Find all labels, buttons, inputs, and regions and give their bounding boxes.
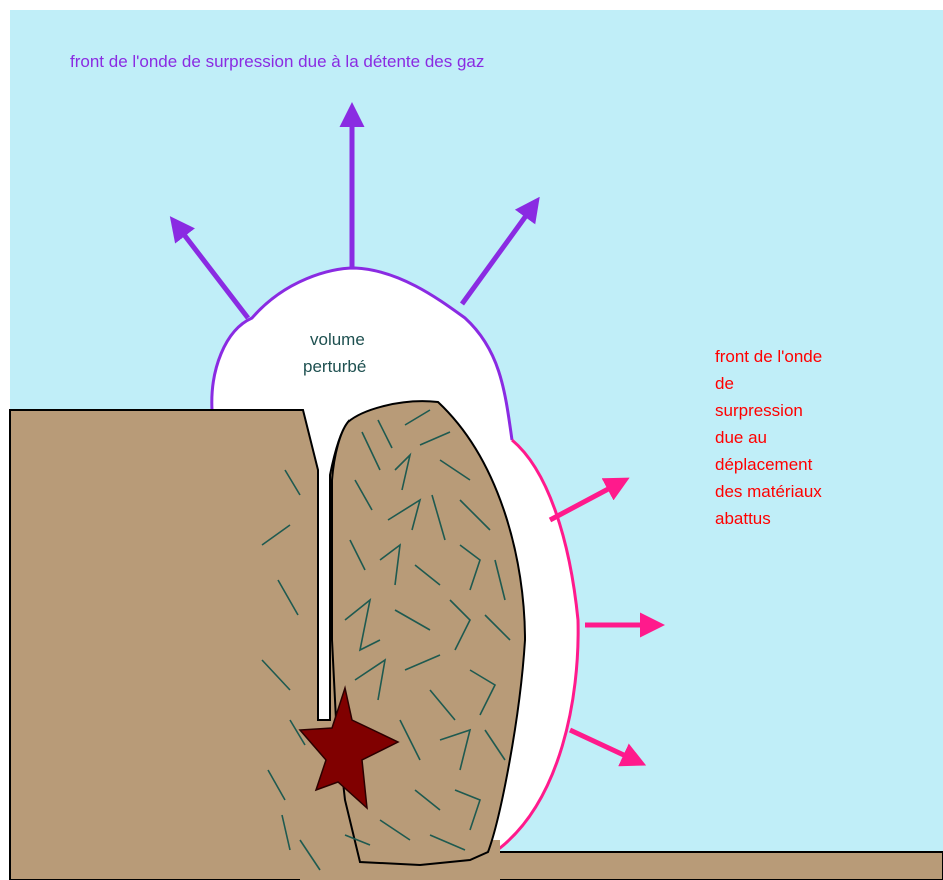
ground-bench	[10, 410, 360, 880]
ground-floor	[488, 852, 943, 880]
gas-front-label: front de l'onde de surpression due à la …	[70, 52, 484, 71]
